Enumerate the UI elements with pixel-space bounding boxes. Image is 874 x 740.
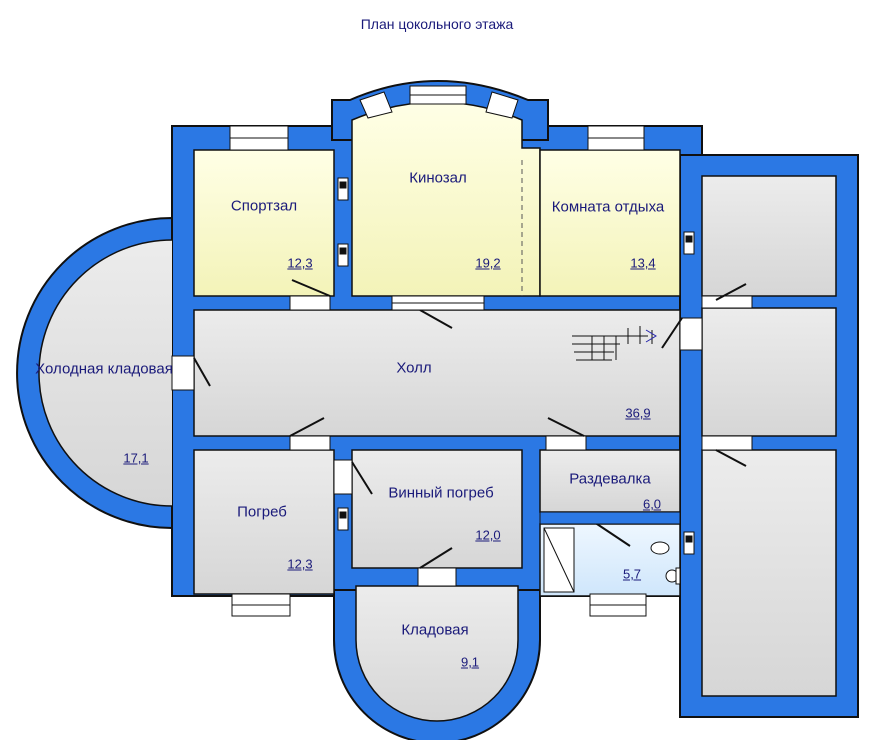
partitions [391, 160, 681, 525]
room-area-pantry: 9,1 [460, 654, 480, 670]
room-label-wine: Винный погреб [388, 484, 494, 502]
room-label-cloakroom: Раздевалка [569, 470, 651, 488]
room-wine-cellar [351, 449, 523, 569]
plan-title: План цокольного этажа [360, 16, 514, 32]
room-rest [539, 149, 681, 297]
room-label-pantry: Кладовая [401, 621, 469, 639]
room-label-sport: Спортзал [230, 197, 298, 215]
door-swings [193, 279, 747, 569]
room-area-cellar: 12,3 [287, 556, 313, 572]
windows [229, 85, 647, 617]
door-opening-pantry [417, 567, 457, 587]
room-label-rest: Комната отдыха [551, 198, 665, 216]
room-area-cold-storage: 17,1 [123, 450, 149, 466]
room-right-bottom [701, 449, 837, 697]
room-area-sport: 12,3 [287, 255, 313, 271]
room-cold-storage [39, 240, 172, 506]
room-cellar [193, 449, 335, 595]
door-opening-right-top [701, 295, 753, 309]
room-area-cloakroom: 6,0 [642, 496, 662, 512]
door-opening-sport [289, 295, 331, 311]
stairs [572, 326, 657, 361]
room-label-hall: Холл [396, 359, 432, 377]
door-opening-right [679, 317, 703, 351]
door-opening-right-bottom [701, 435, 753, 451]
bath-fixtures [543, 527, 681, 593]
room-cold-storage-arc [38, 239, 173, 507]
rooms [38, 101, 837, 722]
room-pantry [355, 585, 519, 722]
door-opening-wine [333, 459, 353, 495]
room-right-top [701, 175, 837, 297]
room-label-cold-storage: Холодная кладовая [35, 360, 173, 378]
door-openings [171, 295, 753, 587]
room-hall [193, 309, 681, 437]
room-area-rest: 13,4 [630, 255, 656, 271]
room-sport [193, 149, 335, 297]
room-area-wine: 12,0 [475, 527, 501, 543]
door-opening-cloakroom [545, 435, 587, 451]
door-opening-cellar [289, 435, 331, 451]
room-area-hall: 36,9 [625, 405, 651, 421]
room-label-cellar: Погреб [237, 503, 287, 521]
room-area-cinema: 19,2 [475, 255, 501, 271]
door-opening-cold-storage [171, 355, 195, 391]
sink-icon [650, 541, 670, 555]
vents [337, 177, 695, 555]
room-cinema [351, 101, 541, 297]
room-area-bath: 5,7 [622, 566, 642, 582]
room-cloakroom [539, 449, 681, 513]
room-label-cinema: Кинозал [409, 169, 467, 187]
room-right-middle [701, 307, 837, 437]
